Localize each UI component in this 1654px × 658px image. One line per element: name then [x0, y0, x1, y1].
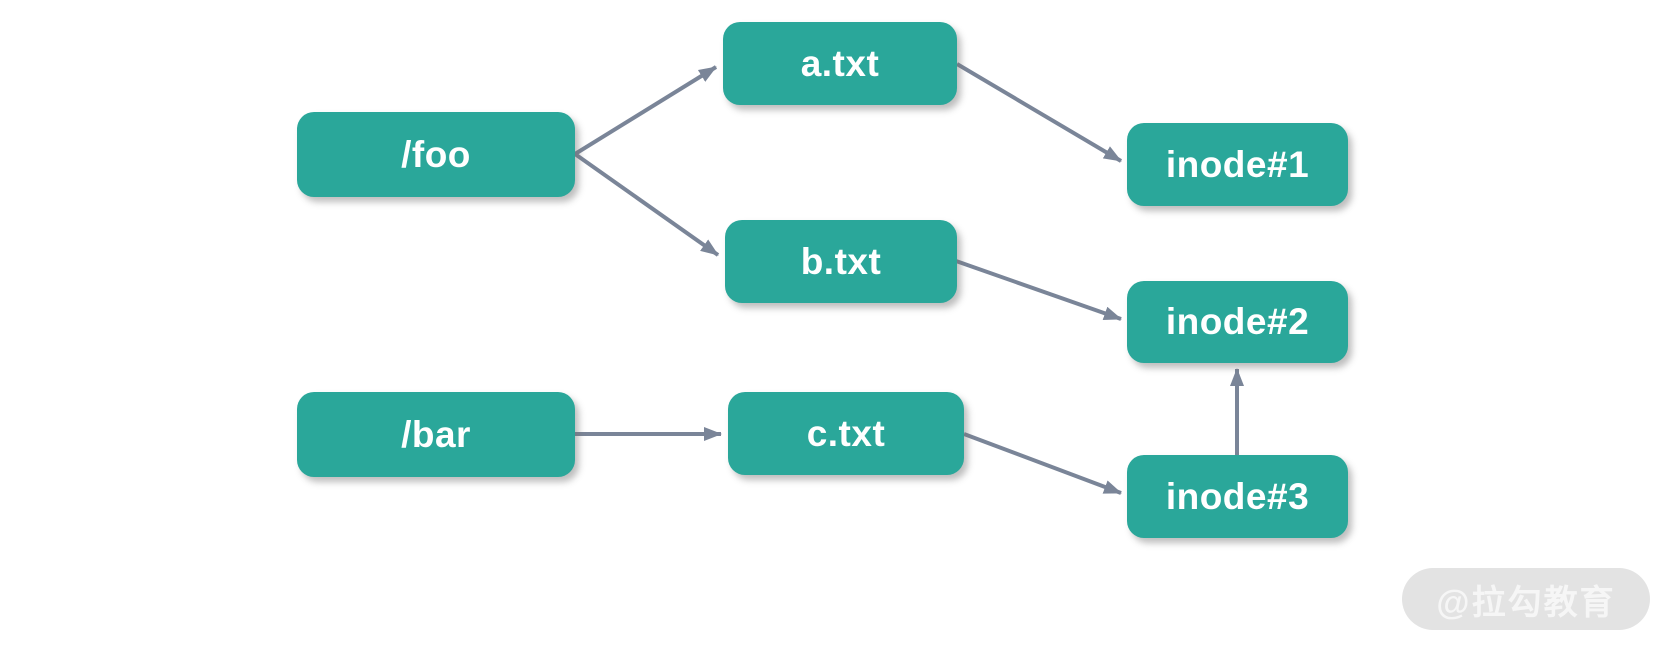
node-c-txt-label: c.txt [806, 412, 886, 454]
node-c-txt: c.txt [728, 392, 964, 475]
node-bar: /bar [297, 392, 575, 477]
node-inode1-label: inode#1 [1165, 143, 1310, 185]
node-foo: /foo [297, 112, 575, 197]
edge-btxt-to-inode2 [955, 259, 1122, 321]
node-inode1: inode#1 [1127, 123, 1348, 206]
edge-foo-to-atxt [573, 65, 718, 156]
node-bar-label: /bar [401, 413, 471, 455]
edge-foo-to-btxt [573, 152, 720, 257]
watermark-label: @拉勾教育 [1436, 583, 1616, 622]
edge-ctxt-to-inode3 [963, 432, 1122, 495]
node-inode3: inode#3 [1127, 455, 1348, 538]
node-b-txt: b.txt [725, 220, 957, 303]
node-b-txt-label: b.txt [800, 240, 882, 282]
node-a-txt-label: a.txt [800, 42, 880, 84]
node-a-txt: a.txt [723, 22, 957, 105]
node-inode2: inode#2 [1127, 281, 1348, 363]
node-inode3-label: inode#3 [1165, 475, 1310, 517]
watermark-badge: @拉勾教育 [1402, 568, 1650, 630]
edge-atxt-to-inode1 [955, 62, 1123, 163]
node-foo-label: /foo [401, 133, 471, 175]
node-inode2-label: inode#2 [1165, 301, 1310, 342]
